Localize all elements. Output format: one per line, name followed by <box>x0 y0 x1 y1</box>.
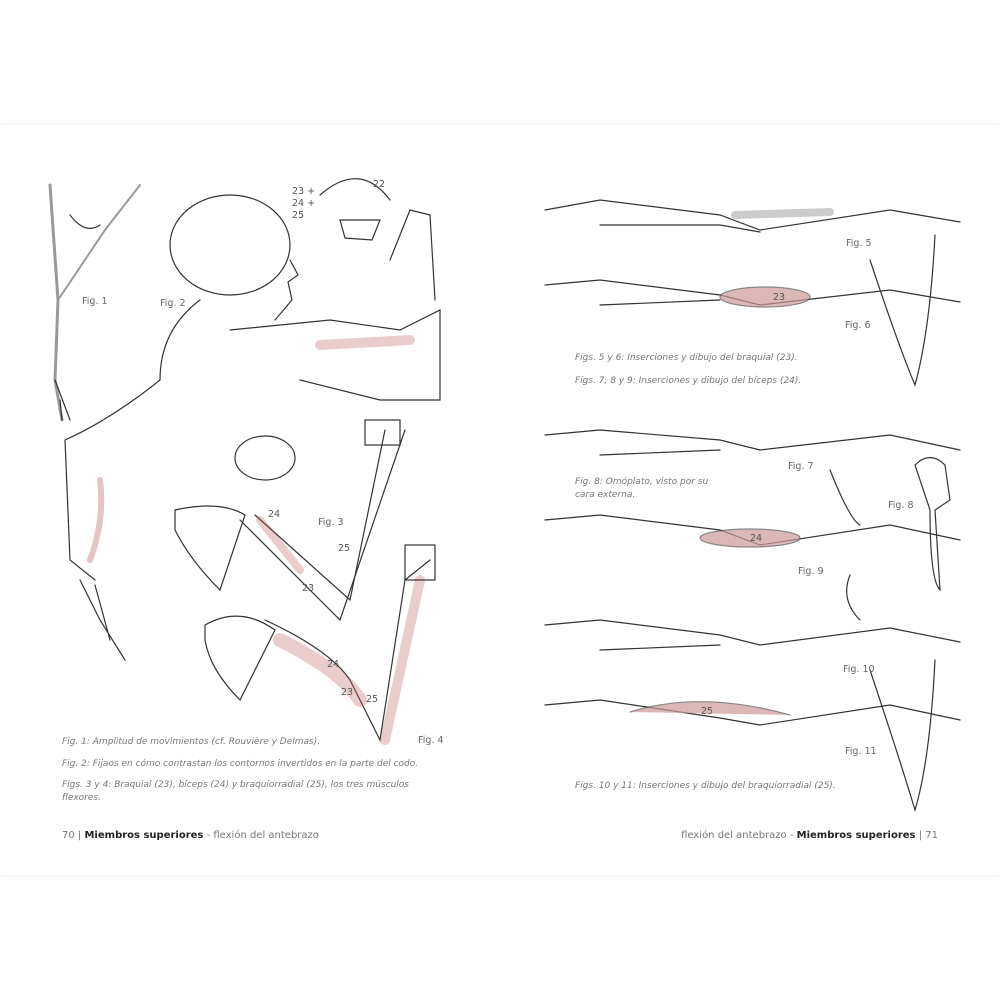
caption-fig8: Fig. 8: Omóplato, visto por su cara exte… <box>575 477 709 500</box>
label-25: 25 <box>292 210 305 221</box>
fig3-label: Fig. 3 <box>318 517 344 528</box>
fig7-label: Fig. 7 <box>788 461 814 472</box>
fig1-label: Fig. 1 <box>82 296 108 307</box>
fig2-label: Fig. 2 <box>160 298 186 309</box>
footer-right: flexión del antebrazo - Miembros superio… <box>681 830 938 841</box>
fig10-11-arm-skeletons <box>544 619 961 813</box>
fig3-label-23: 23 <box>302 583 315 594</box>
caption-fig2: Fig. 2: Fijaos en cómo contrastan los co… <box>62 759 419 769</box>
footer-separator: | <box>77 830 82 841</box>
fig9-label: Fig. 9 <box>798 566 824 577</box>
caption-fig1: Fig. 1: Amplitud de movimientos (cf. Rou… <box>62 737 321 747</box>
fig5-label: Fig. 5 <box>846 238 872 249</box>
fig4-arm-muscles <box>204 544 436 745</box>
fig3-label-24: 24 <box>268 509 281 520</box>
fig7-9-arm-skeletons <box>544 429 961 621</box>
fig10-label: Fig. 10 <box>843 664 875 675</box>
fig6-label: Fig. 6 <box>845 320 871 331</box>
footer-subsection: - flexión del antebrazo <box>206 830 319 841</box>
fig4-label-23: 23 <box>341 687 354 698</box>
page-spread <box>0 125 1000 875</box>
fig11-label-25: 25 <box>701 706 714 717</box>
fig3-label-25: 25 <box>338 543 351 554</box>
fig9-label-24: 24 <box>750 533 763 544</box>
label-24-plus: 24 + <box>292 198 316 209</box>
caption-figs3-4: Figs. 3 y 4: Braquial (23), bíceps (24) … <box>62 780 409 803</box>
caption-figs7-9: Figs. 7, 8 y 9: Inserciones y dibujo del… <box>575 376 802 386</box>
fig5-6-arm-skeletons <box>544 199 961 387</box>
page-number-70: 70 <box>62 830 75 841</box>
fig8-label: Fig. 8 <box>888 500 914 511</box>
footer-section: Miembros superiores <box>796 830 916 841</box>
fig3-arm-muscles <box>174 419 406 622</box>
fig4-label-24: 24 <box>327 659 340 670</box>
fig11-label: Fig. 11 <box>845 746 877 757</box>
fig4-label: Fig. 4 <box>418 735 444 746</box>
fig6-label-23: 23 <box>773 292 786 303</box>
footer-section: Miembros superiores <box>84 830 204 841</box>
page-number-71: 71 <box>925 830 938 841</box>
label-23-plus: 23 + <box>292 186 316 197</box>
footer-subsection: flexión del antebrazo - <box>681 830 794 841</box>
label-22: 22 <box>373 179 386 190</box>
footer-separator: | <box>918 830 923 841</box>
fig4-label-25: 25 <box>366 694 379 705</box>
footer-left: 70 | Miembros superiores - flexión del a… <box>62 830 319 841</box>
caption-figs5-6: Figs. 5 y 6: Inserciones y dibujo del br… <box>575 353 798 363</box>
fig1-arm-skeleton <box>48 183 141 422</box>
caption-figs10-11: Figs. 10 y 11: Inserciones y dibujo del … <box>575 781 836 791</box>
fig2-figure <box>64 178 441 661</box>
